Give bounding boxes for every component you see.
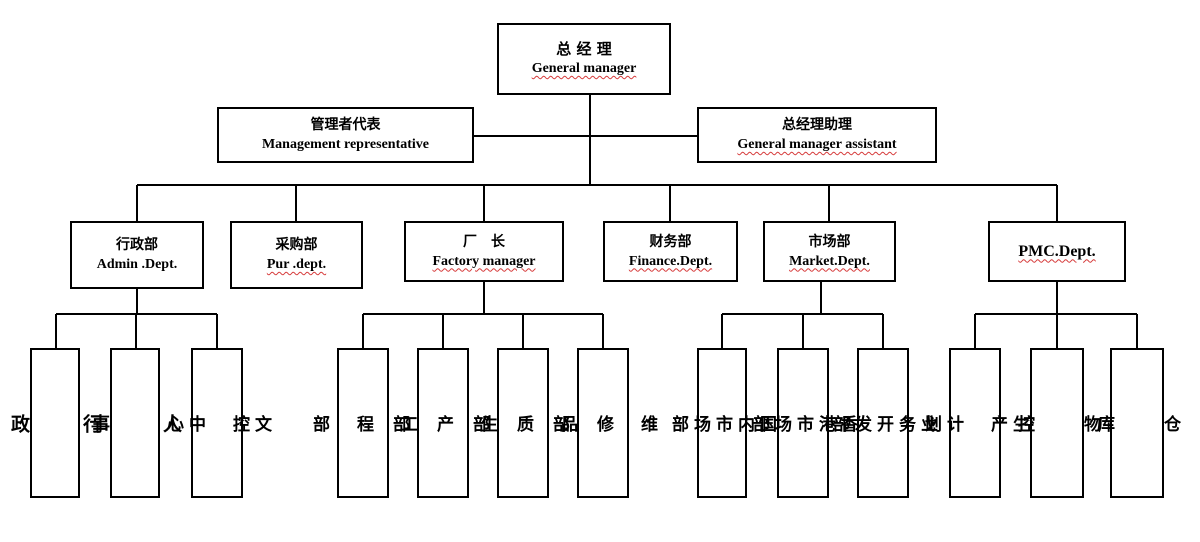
- box-title-en-text: Pur .dept.: [266, 257, 327, 272]
- sub-label: 香 港 市 场 部: [749, 414, 857, 432]
- box-title-en-text: Market.Dept.: [789, 253, 870, 269]
- box-title-zh: 总 经 理: [556, 40, 612, 58]
- box-title-en: PMC.Dept.: [1018, 242, 1095, 262]
- box-title-en: Finance.Dept.: [629, 252, 712, 272]
- sub-doc-control-box: 文 控 中 心: [163, 348, 271, 498]
- sub-hk-market-box: 香 港 市 场 部: [749, 348, 857, 498]
- box-title-en: General manager: [532, 59, 637, 79]
- box-title-zh: 财务部: [649, 233, 692, 250]
- box-title-zh: 行政部: [116, 237, 158, 253]
- box-title-zh: 管理者代表: [310, 117, 381, 133]
- dept-finance-box: 财务部 Finance.Dept.: [603, 221, 738, 282]
- sub-label: 人 事: [88, 413, 182, 433]
- sub-label: 生 产 计 划: [921, 414, 1029, 432]
- sub-label: 行 政: [8, 413, 102, 433]
- sub-engineering-box: 工 程 部: [309, 348, 417, 498]
- sub-label: 工 程 部: [309, 414, 417, 432]
- general-manager-assistant-box: 总经理助理 General manager assistant: [697, 107, 937, 163]
- dept-admin-box: 行政部 Admin .Dept.: [70, 221, 204, 289]
- management-representative-box: 管理者代表 Management representative: [217, 107, 474, 163]
- sub-label: 维 修 部: [549, 414, 657, 432]
- box-title-en-text: PMC.Dept.: [1018, 242, 1096, 260]
- sub-warehouse-box: 仓 库: [1094, 348, 1180, 498]
- box-title-en-text: General manager assistant: [737, 137, 897, 152]
- sub-label: 业 务 开 发 部: [829, 414, 937, 432]
- sub-label: 仓 库: [1094, 414, 1180, 432]
- sub-quality-box: 品 质 部: [469, 348, 577, 498]
- sub-label: 物 控: [1014, 414, 1100, 432]
- sub-label: 生 产 部: [389, 414, 497, 432]
- dept-factory-box: 厂 长 Factory manager: [404, 221, 564, 282]
- box-title-en: General manager assistant: [737, 135, 896, 155]
- sub-production-box: 生 产 部: [389, 348, 497, 498]
- dept-pmc-box: PMC.Dept.: [988, 221, 1126, 282]
- dept-market-box: 市场部 Market.Dept.: [763, 221, 896, 282]
- box-title-zh: 采购部: [275, 237, 318, 253]
- sub-production-planning-box: 生 产 计 划: [921, 348, 1029, 498]
- sub-label: 国 内 市 场 部: [668, 414, 776, 432]
- box-title-en-text: General manager: [531, 61, 637, 76]
- box-title-en: Pur .dept.: [267, 255, 326, 275]
- box-title-en: Admin .Dept.: [96, 257, 178, 272]
- sub-admin-box: 行 政: [8, 348, 102, 498]
- sub-label: 文 控 中 心: [163, 414, 271, 432]
- box-title-en: Factory manager: [432, 252, 535, 272]
- box-title-zh: 市场部: [808, 233, 851, 250]
- sub-hr-box: 人 事: [88, 348, 182, 498]
- box-title-en-text: Factory manager: [432, 253, 536, 269]
- sub-label: 品 质 部: [469, 414, 577, 432]
- dept-purchasing-box: 采购部 Pur .dept.: [230, 221, 363, 289]
- general-manager-box: 总 经 理 General manager: [497, 23, 671, 95]
- box-title-zh: 厂 长: [463, 233, 505, 250]
- sub-maintenance-box: 维 修 部: [549, 348, 657, 498]
- box-title-en: Market.Dept.: [789, 252, 870, 272]
- sub-domestic-market-box: 国 内 市 场 部: [668, 348, 776, 498]
- box-title-en: Management representative: [261, 137, 430, 152]
- box-title-en-text: Finance.Dept.: [628, 253, 713, 269]
- sub-business-dev-box: 业 务 开 发 部: [829, 348, 937, 498]
- box-title-zh: 总经理助理: [782, 117, 852, 133]
- sub-material-control-box: 物 控: [1014, 348, 1100, 498]
